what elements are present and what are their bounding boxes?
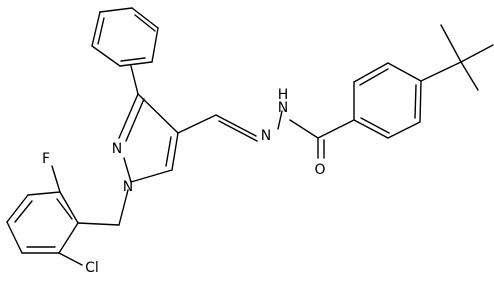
atom-label-carbonyl-o: O xyxy=(314,162,325,178)
atom-label-chlorine: Cl xyxy=(85,260,99,276)
chlorofluorophenyl-ring xyxy=(6,165,83,266)
atom-label-pyrazole-n1: N xyxy=(112,141,122,157)
atom-label-hydrazide-h: H xyxy=(278,87,289,103)
pyrazole-ring xyxy=(118,65,179,183)
atom-label-pyrazole-n2: N xyxy=(123,179,133,195)
benzyl-linker xyxy=(77,189,129,226)
atom-label-imine-n: N xyxy=(261,128,271,144)
tert-butylphenyl-ring xyxy=(353,62,422,139)
hydrazone-linker xyxy=(177,110,355,159)
tert-butyl-group xyxy=(420,24,494,91)
phenyl-ring xyxy=(91,7,159,67)
atom-label-fluorine: F xyxy=(42,151,50,167)
atom-label-hydrazide-n: N xyxy=(278,100,288,116)
